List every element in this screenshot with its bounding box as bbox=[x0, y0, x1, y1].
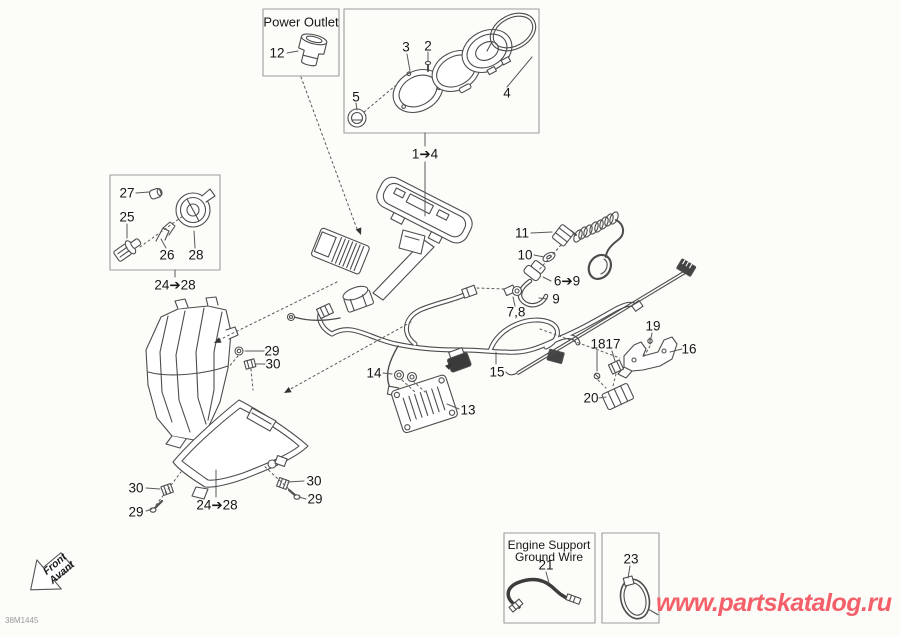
bulb-retainer-clip bbox=[155, 221, 176, 242]
part-callout-5: 5 bbox=[352, 89, 360, 105]
ground-wire-box-title-line2: Ground Wire bbox=[514, 550, 584, 564]
part-callout-28: 28 bbox=[188, 247, 204, 263]
gauge-seal bbox=[489, 12, 537, 52]
part-callout-6-9: 6➔9 bbox=[553, 273, 581, 289]
inset-box-gauge-cluster bbox=[343, 8, 540, 134]
part-callout-9: 9 bbox=[552, 291, 560, 307]
watermark-url: www.partskatalog.ru bbox=[656, 589, 892, 617]
part-callout-29: 29 bbox=[128, 504, 144, 520]
part-callout-21: 21 bbox=[538, 557, 554, 573]
part-callout-10: 10 bbox=[517, 247, 533, 263]
diagram-code: 38M1445 bbox=[5, 616, 39, 625]
inset-box-cable-tie bbox=[601, 532, 660, 624]
part-callout-19: 19 bbox=[645, 318, 661, 334]
mounting-bracket bbox=[617, 336, 678, 379]
headlight-housing bbox=[145, 296, 239, 449]
instrument-cluster bbox=[372, 176, 473, 301]
part-callout-17: 17 bbox=[605, 336, 621, 352]
inset-box-headlight-bulb bbox=[109, 174, 221, 271]
gauge-housing bbox=[461, 28, 513, 76]
part-callout-23: 23 bbox=[623, 551, 639, 567]
part-callout-30: 30 bbox=[128, 480, 144, 496]
part-callout-15: 15 bbox=[489, 364, 505, 380]
part-callout-16: 16 bbox=[681, 341, 697, 357]
headlight-bulb bbox=[113, 238, 142, 262]
harness bbox=[286, 284, 644, 397]
voltage-regulator bbox=[391, 374, 458, 434]
bulb-cap-nut bbox=[148, 187, 163, 200]
part-callout-3: 3 bbox=[402, 39, 410, 55]
gauge-cap bbox=[347, 108, 367, 128]
front-arrow: Front Avant bbox=[30, 551, 77, 591]
part-callout-24-28: 24➔28 bbox=[196, 497, 238, 513]
part-callout-4: 4 bbox=[503, 85, 511, 101]
tether-plug bbox=[523, 260, 546, 282]
bracket-clip bbox=[607, 359, 625, 375]
part-callout-11: 11 bbox=[514, 225, 530, 241]
part-callout-25: 25 bbox=[119, 209, 135, 225]
part-callout-24-28: 24➔28 bbox=[154, 277, 196, 293]
ecm-module bbox=[311, 227, 370, 275]
ground-wire bbox=[506, 577, 582, 613]
headlight-lens bbox=[172, 399, 309, 500]
part-callout-12: 12 bbox=[269, 45, 285, 61]
inset-box-ground-wire bbox=[503, 532, 596, 624]
part-callout-7-8: 7,8 bbox=[506, 304, 526, 320]
part-callout-26: 26 bbox=[159, 247, 175, 263]
regulator-nuts bbox=[393, 369, 418, 383]
part-callout-20: 20 bbox=[583, 390, 599, 406]
bracket-screws bbox=[593, 337, 653, 380]
dess-post bbox=[503, 278, 549, 308]
dotted-lines bbox=[139, 76, 651, 506]
inset-boxes bbox=[109, 8, 660, 624]
part-callout-1-4: 1➔4 bbox=[411, 146, 439, 162]
relay bbox=[601, 383, 634, 411]
power-outlet-part bbox=[298, 33, 328, 67]
part-callout-13: 13 bbox=[460, 402, 476, 418]
part-callout-18: 18 bbox=[590, 336, 606, 352]
part-callout-27: 27 bbox=[119, 185, 135, 201]
tether-coil bbox=[570, 211, 624, 280]
part-callout-29: 29 bbox=[307, 491, 323, 507]
inset-box-power-outlet bbox=[262, 8, 340, 77]
ground-wire-box-title-line1: Engine Support bbox=[507, 538, 591, 552]
cable-tie bbox=[619, 575, 659, 620]
bulb-socket-cover bbox=[175, 188, 216, 228]
part-callout-14: 14 bbox=[366, 365, 382, 381]
part-callout-2: 2 bbox=[424, 38, 432, 54]
part-callout-30: 30 bbox=[265, 356, 281, 372]
part-callout-30: 30 bbox=[306, 473, 322, 489]
antenna-cable bbox=[505, 258, 697, 376]
tether-cap bbox=[552, 224, 574, 247]
part-callout-29: 29 bbox=[264, 343, 280, 359]
arrowheads bbox=[214, 227, 452, 393]
power-outlet-box-title: Power Outlet bbox=[263, 14, 339, 30]
leader-lines bbox=[126, 50, 683, 584]
